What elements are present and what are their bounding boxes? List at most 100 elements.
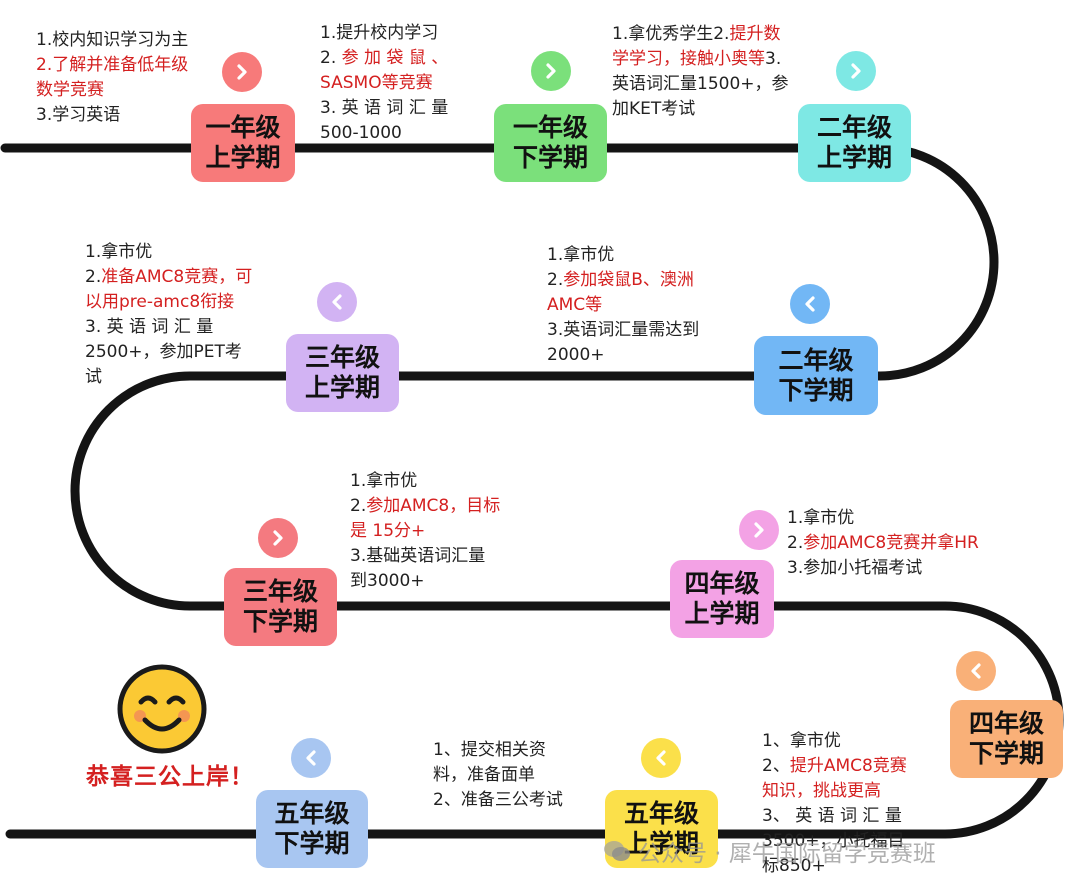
note-line-highlight: 数学竞赛 <box>36 80 104 100</box>
note-line-prefix: 2. <box>547 270 564 290</box>
note-line: 1.提升校内学习 <box>320 23 439 43</box>
note-line-prefix: 2. <box>350 496 367 516</box>
note-line-prefix: 2. <box>85 267 102 287</box>
chevron-left-icon <box>317 282 357 322</box>
chevron-left-icon <box>291 738 331 778</box>
note-line-highlight: AMC等 <box>547 295 603 315</box>
wechat-icon <box>604 841 630 861</box>
note-line-highlight: 以用pre-amc8衔接 <box>85 292 235 312</box>
note-line-highlight: 提升AMC8竞赛 <box>789 756 907 776</box>
stage-term-label: 下学期 <box>242 607 318 636</box>
note-grade1-term2: 1.提升校内学习 2. 参 加 袋 鼠 、 SASMO等竞赛 3. 英 语 词 … <box>320 21 448 146</box>
stage-grade5-term2: 五年级 下学期 <box>256 790 368 868</box>
chevron-right-icon <box>531 51 571 91</box>
note-line-highlight: 提升数 <box>729 24 781 44</box>
note-line: 3.英语词汇量需达到 <box>547 320 700 340</box>
note-line-highlight: 参加AMC8，目标 <box>366 496 501 516</box>
stage-grade3-term1: 三年级 上学期 <box>286 334 399 412</box>
stage-grade4-term2: 四年级 下学期 <box>950 700 1063 778</box>
chevron-left-icon <box>790 284 830 324</box>
stage-term-label: 上学期 <box>205 143 281 172</box>
note-line: 2500+，参加PET考 <box>85 342 242 362</box>
note-grade4-term2: 1、拿市优 2、提升AMC8竞赛 知识，挑战更高 3、 英 语 词 汇 量 35… <box>762 729 907 879</box>
note-line: 1.拿市优 <box>85 242 153 262</box>
note-line: 2000+ <box>547 345 605 365</box>
note-line: 3.参加小托福考试 <box>787 558 923 578</box>
note-line-highlight: 学学习，接触小奥等 <box>612 49 765 69</box>
stage-grade-label: 一年级 <box>512 113 588 142</box>
note-line-highlight: SASMO等竞赛 <box>320 73 433 93</box>
note-grade3-term2: 1.拿市优 2.参加AMC8，目标 是 15分+ 3.基础英语词汇量 到3000… <box>350 469 500 594</box>
stage-term-label: 上学期 <box>684 599 760 628</box>
congrats-text: 恭喜三公上岸！ <box>86 764 254 790</box>
note-grade4-term1: 1.拿市优 2.参加AMC8竞赛并拿HR 3.参加小托福考试 <box>787 506 979 581</box>
note-line: 3.基础英语词汇量 <box>350 546 486 566</box>
note-line-prefix: 2. <box>787 533 804 553</box>
stage-grade-label: 三年级 <box>304 343 380 372</box>
stage-grade-label: 一年级 <box>205 113 281 142</box>
stage-term-label: 下学期 <box>968 739 1044 768</box>
note-line-highlight: 参加袋鼠B、澳洲 <box>563 270 694 290</box>
note-line: 2、准备三公考试 <box>433 790 563 810</box>
note-line: 1.拿市优 <box>787 508 855 528</box>
stage-grade-label: 二年级 <box>778 345 854 375</box>
note-line-highlight: 知识，挑战更高 <box>762 781 881 801</box>
note-line: 3500+，小托福目 <box>762 831 905 851</box>
note-line: 标850+ <box>762 856 826 876</box>
stage-term-label: 下学期 <box>778 375 854 405</box>
chevron-right-icon <box>258 518 298 558</box>
note-line: 500-1000 <box>320 123 402 143</box>
chevron-right-icon <box>836 51 876 91</box>
note-grade3-term1: 1.拿市优 2.准备AMC8竞赛，可 以用pre-amc8衔接 3. 英 语 词… <box>85 240 252 390</box>
note-grade2-term2: 1.拿市优 2.参加袋鼠B、澳洲 AMC等 3.英语词汇量需达到 2000+ <box>547 243 699 368</box>
note-line: 3、 英 语 词 汇 量 <box>762 806 902 826</box>
note-grade1-term1: 1.校内知识学习为主 2.了解并准备低年级 数学竞赛 3.学习英语 <box>36 28 188 128</box>
note-grade5-term1: 1、提交相关资 料，准备面单 2、准备三公考试 <box>433 738 563 813</box>
note-line: 1.校内知识学习为主 <box>36 30 189 50</box>
note-line-highlight: 参 加 袋 鼠 、 <box>341 48 449 68</box>
chevron-left-icon <box>956 651 996 691</box>
stage-grade-label: 二年级 <box>816 113 892 142</box>
smiley-face-icon <box>117 664 207 754</box>
note-line: 3.学习英语 <box>36 105 121 125</box>
note-line-suffix: 3. <box>765 49 782 69</box>
note-line: 英语词汇量1500+，参 <box>612 74 789 94</box>
stage-term-label: 下学期 <box>512 143 588 172</box>
stage-grade1-term1: 一年级 上学期 <box>191 104 295 182</box>
note-line: 到3000+ <box>350 571 425 591</box>
note-line-prefix: 1.拿优秀学生2. <box>612 24 730 44</box>
stage-grade-label: 四年级 <box>684 569 760 598</box>
stage-term-label: 上学期 <box>623 829 699 858</box>
stage-grade-label: 五年级 <box>623 799 699 828</box>
stage-term-label: 上学期 <box>304 373 380 402</box>
chevron-right-icon <box>222 52 262 92</box>
note-line: 1、拿市优 <box>762 731 841 751</box>
note-line-highlight: 准备AMC8竞赛，可 <box>101 267 253 287</box>
stage-grade1-term2: 一年级 下学期 <box>494 104 607 182</box>
note-line: 3. 英 语 词 汇 量 <box>320 98 449 118</box>
stage-term-label: 上学期 <box>816 143 892 172</box>
note-line-prefix: 2、 <box>762 756 790 776</box>
note-line: 1.拿市优 <box>350 471 418 491</box>
stage-grade-label: 四年级 <box>968 709 1044 738</box>
note-line: 料，准备面单 <box>433 765 535 785</box>
stage-grade3-term2: 三年级 下学期 <box>224 568 337 646</box>
stage-grade2-term2: 二年级 下学期 <box>754 336 878 415</box>
stage-grade-label: 三年级 <box>242 577 318 606</box>
watermark-text: 公众号 · 犀牛国际留学竞赛班 <box>638 841 936 867</box>
note-line: 3. 英 语 词 汇 量 <box>85 317 214 337</box>
stage-grade-label: 五年级 <box>274 799 350 828</box>
stage-term-label: 下学期 <box>274 829 350 858</box>
watermark: 公众号 · 犀牛国际留学竞赛班 <box>602 834 936 868</box>
note-line-highlight: 2.了解并准备低年级 <box>36 55 189 75</box>
note-line-highlight: 参加AMC8竞赛并拿HR <box>803 533 979 553</box>
chevron-left-icon <box>641 738 681 778</box>
stage-grade4-term1: 四年级 上学期 <box>670 560 774 638</box>
note-line: 1.拿市优 <box>547 245 615 265</box>
note-line: 1、提交相关资 <box>433 740 546 760</box>
note-line: 试 <box>85 367 102 387</box>
note-grade2-term1: 1.拿优秀学生2.提升数 学学习，接触小奥等3. 英语词汇量1500+，参 加K… <box>612 22 789 122</box>
stage-grade2-term1: 二年级 上学期 <box>798 104 911 182</box>
note-line-highlight: 是 15分+ <box>350 521 426 541</box>
note-line-prefix: 2. <box>320 48 342 68</box>
